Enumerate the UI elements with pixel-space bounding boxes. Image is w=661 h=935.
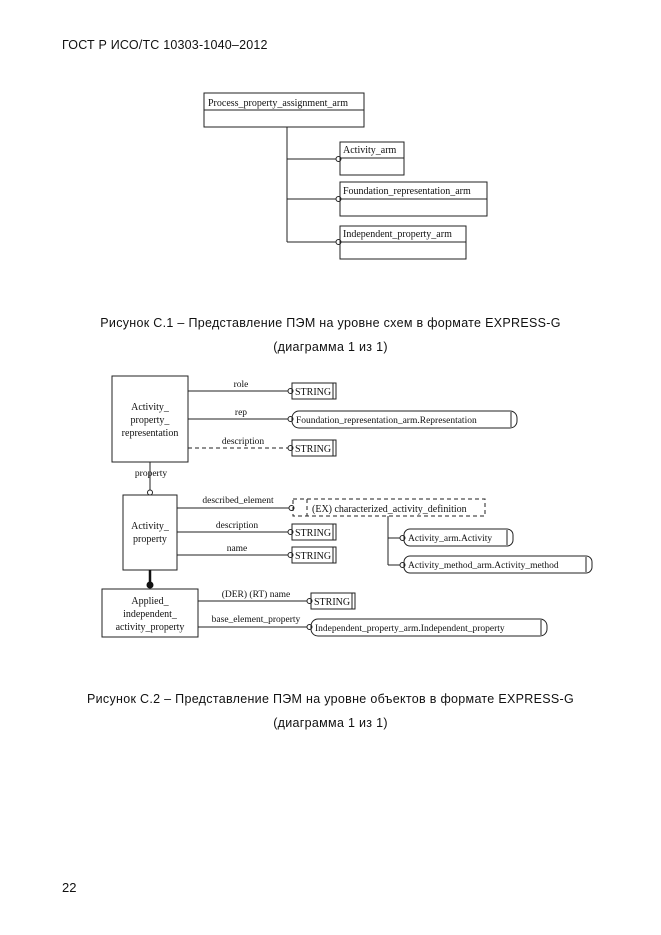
schema-diagram: Process_property_assignment_arm Activity… [203, 92, 488, 260]
attribute-property: property [135, 469, 167, 479]
type-string-label: STRING [295, 551, 331, 562]
entity-label-line: activity_property [116, 622, 185, 633]
schema-name-root: Process_property_assignment_arm [208, 98, 348, 109]
type-string-box [310, 592, 356, 610]
type-independent-property-box [310, 618, 548, 637]
entity-label-line: representation [122, 428, 179, 439]
type-string-label: STRING [295, 528, 331, 539]
schema-name-independent-property: Independent_property_arm [343, 229, 452, 240]
attribute-derived-name: (DER) (RT) name [222, 589, 291, 600]
type-characterized-activity-definition-box [292, 498, 486, 517]
type-string-box [291, 439, 337, 457]
type-string-box [291, 382, 337, 400]
type-string-label: STRING [314, 597, 350, 608]
entity-label-line: Activity_ [131, 521, 170, 532]
entity-label-line: independent_ [123, 609, 178, 620]
type-activity-label: Activity_arm.Activity [408, 534, 492, 544]
attribute-rep: rep [235, 408, 247, 418]
schema-name-foundation: Foundation_representation_arm [343, 186, 471, 197]
schema-name-activity: Activity_arm [343, 145, 397, 156]
type-string-label: STRING [295, 444, 331, 455]
type-independent-property-label: Independent_property_arm.Independent_pro… [315, 624, 505, 634]
entity-diagram: Activity_ property_ representation role … [101, 375, 593, 638]
attribute-ap-description: description [216, 521, 258, 531]
entity-label-line: Activity_ [131, 402, 170, 413]
type-activity-method-box [403, 555, 593, 574]
figure2-caption-sub: (диаграмма 1 из 1) [273, 716, 388, 730]
type-string-box [291, 523, 337, 541]
entity-label-line: property_ [131, 415, 171, 426]
type-foundation-representation-label: Foundation_representation_arm.Representa… [296, 416, 477, 426]
type-string-label: STRING [295, 387, 331, 398]
entity-activity-property [122, 494, 178, 571]
figure1-caption-sub: (диаграмма 1 из 1) [273, 340, 388, 354]
type-characterized-activity-definition-label: (EX) characterized_activity_definition [312, 504, 467, 515]
attribute-described-element: described_element [202, 496, 274, 506]
type-activity-method-label: Activity_method_arm.Activity_method [408, 561, 559, 571]
attribute-description: description [222, 437, 264, 447]
attribute-role: role [234, 380, 249, 390]
entity-label-line: Applied_ [131, 596, 169, 607]
entity-label-line: property [133, 534, 167, 545]
type-string-box [291, 546, 337, 564]
attribute-name: name [227, 544, 248, 554]
attribute-base-element-property: base_element_property [212, 615, 301, 625]
type-activity-box [403, 528, 514, 547]
figure1-caption: Рисунок С.1 – Представление ПЭМ на уровн… [100, 316, 561, 330]
type-foundation-representation-box [291, 410, 518, 429]
page-number: 22 [62, 880, 77, 895]
entity-applied-independent-activity-property [101, 588, 199, 638]
figure2-caption: Рисунок С.2 – Представление ПЭМ на уровн… [87, 692, 574, 706]
page-header: ГОСТ Р ИСО/ТС 10303-1040–2012 [62, 38, 268, 52]
